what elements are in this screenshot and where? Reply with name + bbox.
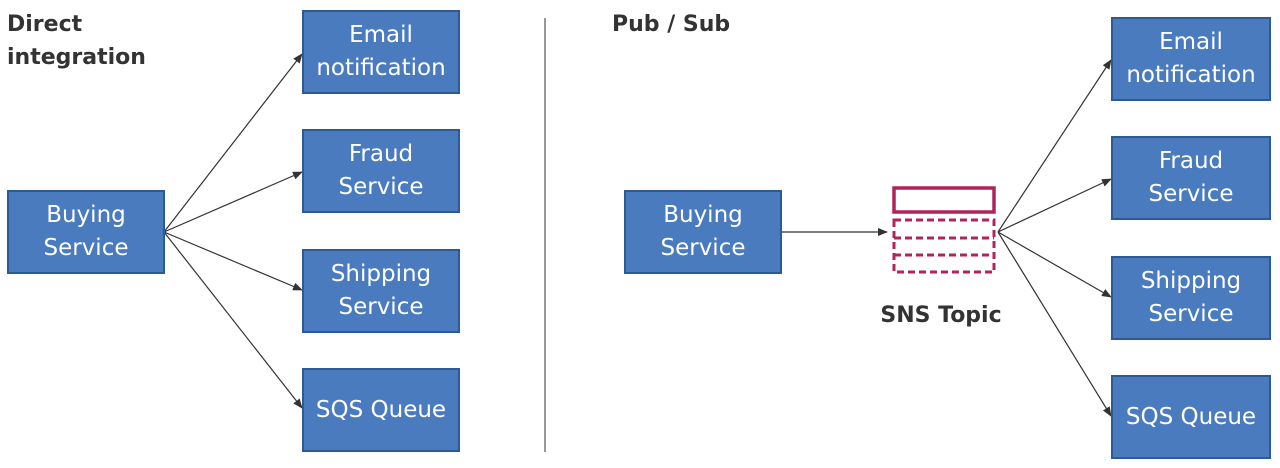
sqs-queue-box-pubsub: SQS Queue — [1111, 375, 1271, 459]
shipping-service-box-pubsub: Shipping Service — [1111, 256, 1271, 340]
sns-topic-label: SNS Topic — [880, 303, 1002, 328]
buying-service-box-direct: Buying Service — [7, 190, 165, 274]
sqs-queue-box-direct: SQS Queue — [302, 368, 460, 452]
arrow-sns-to-email — [997, 59, 1112, 233]
buying-service-box-pubsub: Buying Service — [624, 190, 782, 274]
arrow-buying-to-email — [163, 53, 303, 233]
email-notification-box-pubsub: Email notification — [1111, 17, 1271, 101]
pub-sub-heading: Pub / Sub — [612, 12, 731, 37]
email-notification-box-direct: Email notification — [302, 10, 460, 94]
shipping-service-box-direct: Shipping Service — [302, 249, 460, 333]
arrow-sns-to-fraud — [997, 178, 1112, 233]
arrow-sns-to-shipping — [997, 231, 1112, 298]
fraud-service-box-direct: Fraud Service — [302, 129, 460, 213]
arrow-buying-to-fraud — [163, 171, 303, 233]
direct-integration-heading: Direct integration — [7, 12, 146, 70]
sns-topic-icon — [892, 186, 996, 274]
arrow-buying-to-shipping — [163, 231, 303, 291]
arrow-sns-to-sqs — [997, 231, 1112, 417]
fraud-service-box-pubsub: Fraud Service — [1111, 136, 1271, 220]
arrow-buying-to-sqs — [163, 231, 303, 409]
